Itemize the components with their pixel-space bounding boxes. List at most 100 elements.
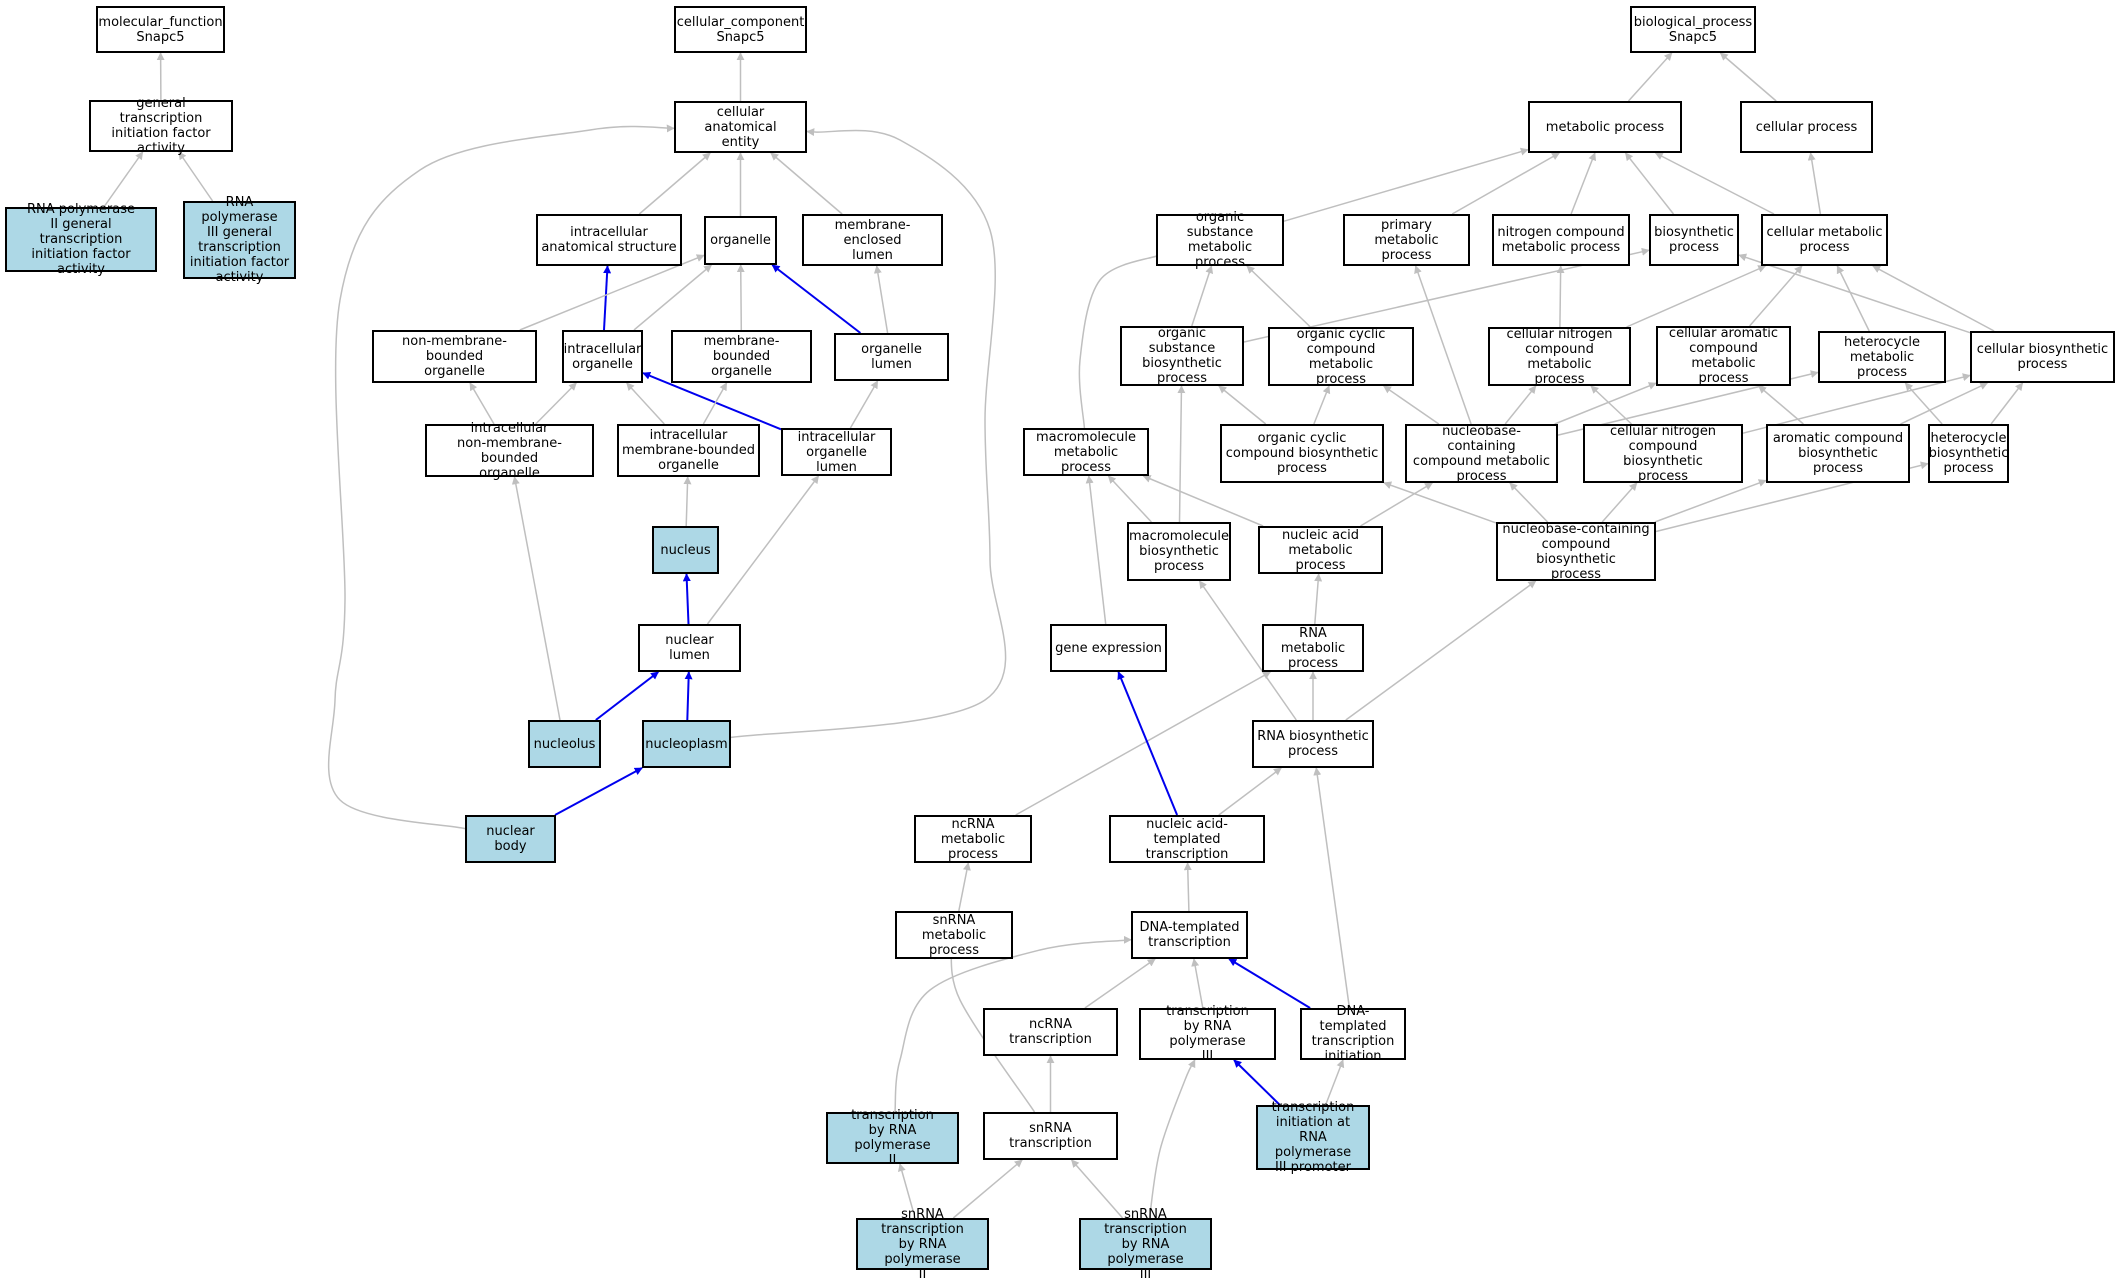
edge-nbcbp-to-acbp [1655, 480, 1766, 522]
edge-osmp-to-metab [1284, 150, 1528, 222]
node-dtti[interactable]: DNA-templated transcription initiation [1300, 1008, 1406, 1060]
node-gtifa[interactable]: general transcription initiation factor … [89, 100, 233, 152]
edge-io-to-ias [604, 266, 608, 330]
node-ias[interactable]: intracellular anatomical structure [536, 214, 682, 266]
edge-io-to-organelle [634, 265, 711, 330]
edge-cbp-to-cmp [1873, 266, 1994, 331]
node-cncmp[interactable]: cellular nitrogen compound metabolic pro… [1488, 327, 1631, 386]
node-mel[interactable]: membrane-enclosed lumen [802, 214, 943, 266]
edge-nbcbp-to-cncbp [1602, 483, 1637, 522]
node-cacmp[interactable]: cellular aromatic compound metabolic pro… [1656, 326, 1791, 386]
node-cc[interactable]: cellular_component Snapc5 [674, 6, 807, 53]
node-rnamp[interactable]: RNA metabolic process [1262, 624, 1364, 672]
node-nmbo[interactable]: non-membrane-bounded organelle [372, 330, 537, 383]
node-acbp[interactable]: aromatic compound biosynthetic process [1766, 424, 1910, 483]
edge-nbcbp-to-occbp [1384, 483, 1496, 523]
node-biosyn[interactable]: biosynthetic process [1649, 214, 1739, 266]
node-mmp[interactable]: macromolecule metabolic process [1023, 428, 1149, 476]
node-mf[interactable]: molecular_function Snapc5 [96, 6, 225, 53]
edge-dtt-to-natt [1188, 863, 1189, 911]
edge-namp-to-nbcmp [1361, 483, 1433, 526]
edge-cmp-to-cellproc [1811, 153, 1821, 214]
node-dtt[interactable]: DNA-templated transcription [1131, 911, 1248, 959]
node-nucleus[interactable]: nucleus [652, 526, 719, 574]
node-cmp[interactable]: cellular metabolic process [1761, 214, 1888, 266]
node-osbp[interactable]: organic substance biosynthetic process [1120, 326, 1244, 386]
edge-namp-to-mmp [1143, 476, 1263, 526]
edge-ol-to-mel [877, 266, 888, 333]
node-ncmp[interactable]: nitrogen compound metabolic process [1492, 214, 1630, 266]
edge-natt-to-rnabp [1219, 768, 1281, 815]
node-nlumen[interactable]: nuclear lumen [638, 624, 741, 672]
node-organelle[interactable]: organelle [704, 216, 777, 265]
edge-cncmp-to-ncmp [1560, 266, 1561, 327]
node-nucleoplasm[interactable]: nucleoplasm [642, 720, 731, 768]
node-occbp[interactable]: organic cyclic compound biosynthetic pro… [1220, 424, 1384, 483]
node-pmp[interactable]: primary metabolic process [1343, 214, 1470, 266]
node-snrnat[interactable]: snRNA transcription [983, 1112, 1118, 1160]
edge-nucleolus-to-nlumen [596, 672, 659, 720]
node-pol3gtif[interactable]: RNA polymerase III general transcription… [183, 201, 296, 279]
node-iol[interactable]: intracellular organelle lumen [781, 428, 892, 476]
node-snrnat3[interactable]: snRNA transcription by RNA polymerase II… [1079, 1218, 1212, 1270]
node-namp[interactable]: nucleic acid metabolic process [1258, 526, 1383, 574]
edge-nbcmp-to-cacmp [1555, 383, 1656, 424]
edge-dtti-to-rnabp [1316, 768, 1349, 1008]
edge-inmbo-to-nmbo [470, 383, 494, 424]
node-nbcbp[interactable]: nucleobase-containing compound biosynthe… [1496, 522, 1656, 581]
edge-natt-to-ge [1118, 672, 1177, 815]
node-hmp[interactable]: heterocycle metabolic process [1818, 331, 1946, 383]
edge-nbody-to-nucleoplasm [555, 768, 642, 815]
node-bp[interactable]: biological_process Snapc5 [1630, 6, 1756, 53]
edge-ol-to-organelle [772, 265, 860, 333]
node-trp3[interactable]: transcription by RNA polymerase III [1139, 1008, 1276, 1060]
node-cae[interactable]: cellular anatomical entity [674, 101, 807, 153]
node-inmbo[interactable]: intracellular non-membrane-bounded organ… [425, 424, 594, 477]
node-nbcmp[interactable]: nucleobase-containing compound metabolic… [1405, 424, 1558, 483]
node-snrnat2[interactable]: snRNA transcription by RNA polymerase II [856, 1218, 989, 1270]
edge-dtti-to-dtt [1229, 959, 1310, 1008]
node-occmp[interactable]: organic cyclic compound metabolic proces… [1268, 327, 1414, 386]
node-ol[interactable]: organelle lumen [834, 333, 949, 381]
node-osmp[interactable]: organic substance metabolic process [1156, 214, 1284, 266]
edge-tip3-to-trp3 [1234, 1060, 1280, 1105]
node-nucleolus[interactable]: nucleolus [528, 720, 601, 768]
edge-mbo-to-organelle [741, 265, 742, 330]
node-io[interactable]: intracellular organelle [562, 330, 643, 383]
edge-hbp-to-hmp [1905, 383, 1942, 424]
edge-ncrnamp-to-rnamp [1016, 672, 1271, 815]
edge-pol2gtif-to-gtifa [104, 152, 143, 207]
edge-rnamp-to-namp [1315, 574, 1319, 624]
node-ncrnat[interactable]: ncRNA transcription [983, 1008, 1118, 1056]
edge-imbo-to-mbo [703, 383, 726, 424]
node-rnabp[interactable]: RNA biosynthetic process [1252, 720, 1374, 768]
node-natt[interactable]: nucleic acid-templated transcription [1109, 815, 1265, 863]
edge-occbp-to-occmp [1314, 386, 1329, 424]
node-nbody[interactable]: nuclear body [465, 815, 556, 863]
edge-mel-to-cae [771, 153, 842, 214]
edge-cbp-to-biosyn [1739, 255, 1970, 333]
node-mbp[interactable]: macromolecule biosynthetic process [1127, 522, 1231, 581]
edge-nucleus-to-imbo [686, 477, 688, 526]
node-imbo[interactable]: intracellular membrane-bounded organelle [617, 424, 760, 477]
edge-ncrnat-to-dtt [1085, 959, 1155, 1008]
node-ncrnamp[interactable]: ncRNA metabolic process [914, 815, 1032, 863]
node-tip3[interactable]: transcription initiation at RNA polymera… [1256, 1105, 1370, 1170]
node-pol2gtif[interactable]: RNA polymerase II general transcription … [5, 207, 157, 272]
node-ge[interactable]: gene expression [1050, 624, 1167, 672]
edge-nbcmp-to-occmp [1384, 386, 1439, 424]
edge-ias-to-cae [639, 153, 710, 214]
node-snrnamp[interactable]: snRNA metabolic process [895, 911, 1013, 959]
node-cbp[interactable]: cellular biosynthetic process [1970, 331, 2115, 383]
edge-cacmp-to-cmp [1750, 266, 1802, 326]
edge-nmbo-to-organelle [520, 255, 704, 330]
node-mbo[interactable]: membrane-bounded organelle [671, 330, 812, 383]
node-cellproc[interactable]: cellular process [1740, 101, 1873, 153]
node-hbp[interactable]: heterocycle biosynthetic process [1928, 424, 2009, 483]
edge-nucleoplasm-to-nlumen [687, 672, 689, 720]
edge-hbp-to-cbp [1991, 383, 2023, 424]
node-metab[interactable]: metabolic process [1528, 101, 1682, 153]
edge-nlumen-to-iol [708, 476, 819, 624]
node-trp2[interactable]: transcription by RNA polymerase II [826, 1112, 959, 1164]
node-cncbp[interactable]: cellular nitrogen compound biosynthetic … [1583, 424, 1743, 483]
